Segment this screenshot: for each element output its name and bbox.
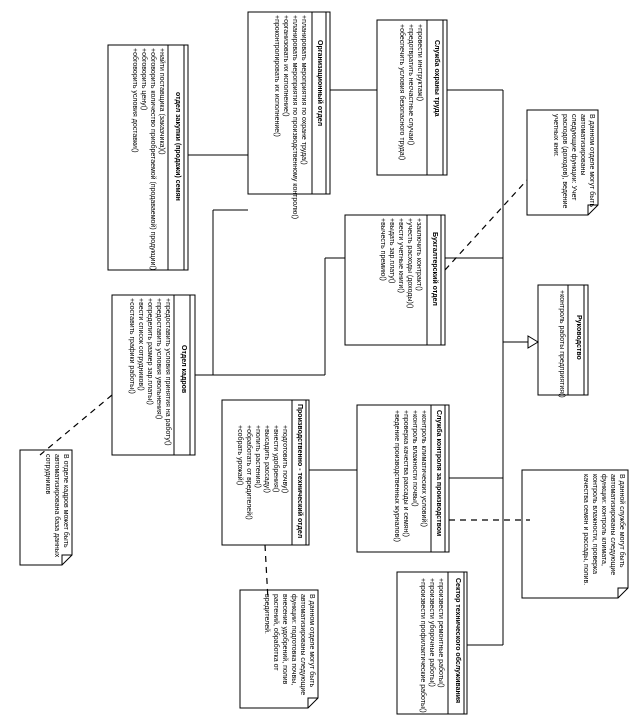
method: +проконтролировать их исполнение() — [273, 15, 280, 137]
method: +планировать мероприятия по производстве… — [291, 15, 298, 220]
method: +вести учетные книги() — [397, 218, 404, 293]
method: +контроль климатических условий() — [420, 410, 427, 527]
method: +провести инструктаж() — [416, 24, 423, 102]
method: +предоставить условия принятия на работу… — [164, 298, 171, 446]
class-title: Руководство — [575, 315, 582, 360]
method: +обработать от вредителей() — [245, 425, 252, 520]
class-title: Производственно - технический отдел — [296, 404, 303, 539]
class-title: Служба охраны труда — [433, 40, 440, 117]
class-methods-accounting: +заключить контракт() +учесть расходы (д… — [378, 218, 423, 308]
note-production — [239, 589, 319, 709]
class-title: Бухгалтерский отдел — [431, 232, 438, 306]
method: +заключить контракт() — [415, 218, 422, 291]
method: +подготовить почву() — [281, 425, 288, 494]
class-name-safety: Служба охраны труда — [432, 40, 441, 117]
class-methods-maintenance: +произвести ремонтные работы() +произвес… — [418, 578, 445, 713]
class-methods-production: +подготовить почву() +внести удобрения()… — [235, 425, 289, 520]
method: +ведение производственных журналов() — [393, 410, 400, 542]
note-hr — [19, 449, 73, 566]
class-name-control: Служба контроля за производством — [434, 410, 443, 536]
method: +обговорить цену() — [140, 48, 147, 111]
method: +предотвратить несчастные случаи() — [407, 24, 414, 146]
class-name-supply: отдел закупки (продажи) семян — [173, 92, 182, 201]
method: +составить графики работы() — [128, 298, 135, 394]
method: +полить растения() — [254, 425, 261, 488]
method: +обговорить условия доставки() — [131, 48, 138, 153]
method: +найти поставщика (заказчика)() — [158, 48, 165, 155]
class-box-maintenance — [396, 571, 468, 715]
method: +обговорить количество приобретаемой (пр… — [149, 48, 156, 271]
note-hr-text: В отделе кадров может быть автоматизиров… — [44, 454, 69, 558]
class-name-maintenance: Сектор технического обслуживания — [453, 578, 462, 703]
method: +определить размер зар.платы() — [146, 298, 153, 405]
class-box-accounting — [344, 214, 446, 346]
class-name-production: Производственно - технический отдел — [295, 404, 304, 538]
class-name-org: Организационный отдел — [315, 40, 324, 126]
class-box-org — [247, 11, 331, 195]
method: +вести список сотрудников() — [137, 298, 144, 391]
class-box-management — [537, 284, 589, 396]
class-title: Отдел кадров — [180, 345, 187, 394]
method: +контроль работы предприятия() — [558, 290, 565, 398]
method: +предоставить условия увольнения() — [155, 298, 162, 420]
class-title: отдел закупки (продажи) семян — [174, 92, 181, 201]
note-accounting — [526, 109, 599, 216]
method: +проверка качества рассады и семян() — [402, 410, 409, 537]
class-name-hr: Отдел кадров — [179, 345, 188, 393]
class-methods-safety: +провести инструктаж() +предотвратить не… — [397, 24, 424, 160]
method: +обеспечить условия безопасного труда() — [398, 24, 405, 161]
method: +планировать мероприятия по охране труда… — [300, 15, 307, 165]
method: +собрать урожай() — [236, 425, 243, 486]
method: +учесть расходы (доходы)() — [406, 218, 413, 309]
class-title: Организационный отдел — [316, 40, 323, 127]
method: +организовать их исполнение() — [282, 15, 289, 117]
method: +произвести уборочные работы() — [428, 578, 435, 687]
class-name-management: Руководство — [574, 315, 583, 360]
note-control-text: В данной службе могут быть автоматизиров… — [582, 474, 625, 586]
class-name-accounting: Бухгалтерский отдел — [430, 232, 439, 306]
class-box-supply — [107, 44, 189, 271]
note-accounting-text: В данном отделе могут быть автоматизиров… — [552, 114, 595, 209]
class-methods-control: +контроль климатических условий() +контр… — [392, 410, 428, 542]
method: +внести удобрения() — [272, 425, 279, 493]
method: +произвести ремонтные работы() — [437, 578, 444, 688]
note-control — [521, 469, 629, 599]
method: +контроль влажности почвы() — [411, 410, 418, 507]
class-methods-management: +контроль работы предприятия() — [557, 290, 566, 398]
class-methods-org: +планировать мероприятия по охране труда… — [272, 15, 308, 219]
method: +вычесть премию() — [379, 218, 386, 281]
class-title: Служба контроля за производством — [435, 410, 442, 537]
class-title: Сектор технического обслуживания — [454, 578, 461, 704]
class-methods-supply: +найти поставщика (заказчика)() +обговор… — [130, 48, 166, 270]
method: +произвести профилактические работы() — [419, 578, 426, 713]
method: +выдать зар.плату() — [388, 218, 395, 284]
method: +высадить рассаду() — [263, 425, 270, 493]
class-box-safety — [376, 19, 448, 176]
note-production-text: В данном отделе могут быть автоматизиров… — [263, 594, 315, 696]
class-methods-hr: +предоставить условия принятия на работу… — [127, 298, 172, 446]
